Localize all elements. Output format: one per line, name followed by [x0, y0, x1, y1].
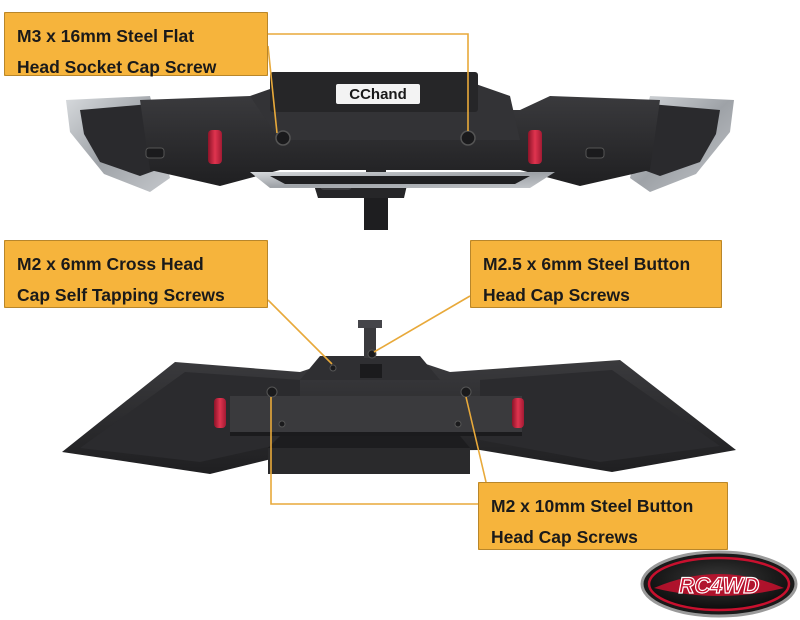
button-screw-left — [266, 386, 278, 398]
leader-mid-right — [373, 295, 471, 353]
leader-bottom-right — [465, 396, 487, 483]
red-shackle-rear-left — [214, 398, 226, 428]
callout-bg — [470, 240, 722, 308]
red-shackle-right — [528, 130, 542, 164]
bumper-rear-view — [62, 320, 736, 474]
callout-flat-head-socket-screw: M3 x 16mm Steel Flat Head Socket Cap Scr… — [4, 12, 268, 77]
plate-logo: CChand — [349, 86, 407, 103]
callout-bg — [478, 482, 728, 550]
callout-m25-button-head-screws: M2.5 x 6mm Steel Button Head Cap Screws — [470, 240, 722, 308]
callout-line: Cap Self Tapping Screws — [17, 285, 225, 305]
callout-line: M2 x 10mm Steel Button — [491, 496, 694, 516]
red-shackle-left — [208, 130, 222, 164]
leader-bottom-left — [270, 397, 478, 505]
callout-line: M2.5 x 6mm Steel Button — [483, 254, 691, 274]
callout-line: Head Cap Screws — [491, 527, 638, 547]
rear-crossbar — [230, 396, 522, 436]
red-shackle-rear-right — [512, 398, 524, 428]
callout-cross-head-tapping-screws: M2 x 6mm Cross Head Cap Self Tapping Scr… — [4, 240, 268, 308]
flat-head-screw-right — [460, 130, 476, 146]
callout-m2-button-head-screws: M2 x 10mm Steel Button Head Cap Screws — [478, 482, 728, 550]
rc4wd-logo-badge: RC4WD — [640, 550, 798, 618]
callout-line: Head Cap Screws — [483, 285, 630, 305]
bumper-front-view: CChand — [66, 72, 734, 230]
leader-lines — [267, 33, 487, 505]
callout-line: M2 x 6mm Cross Head — [17, 254, 204, 274]
callout-bg — [4, 240, 268, 308]
callout-line: M3 x 16mm Steel Flat — [17, 26, 195, 46]
callout-line: Head Socket Cap Screw — [17, 57, 217, 77]
leader-top-left — [267, 45, 278, 134]
leader-mid-left — [267, 299, 333, 365]
button-screw-right — [460, 386, 472, 398]
leader-top-right — [268, 33, 469, 131]
callout-bg — [4, 12, 268, 76]
flat-head-screw-left — [275, 130, 291, 146]
brand-badge-text: RC4WD — [679, 573, 760, 598]
